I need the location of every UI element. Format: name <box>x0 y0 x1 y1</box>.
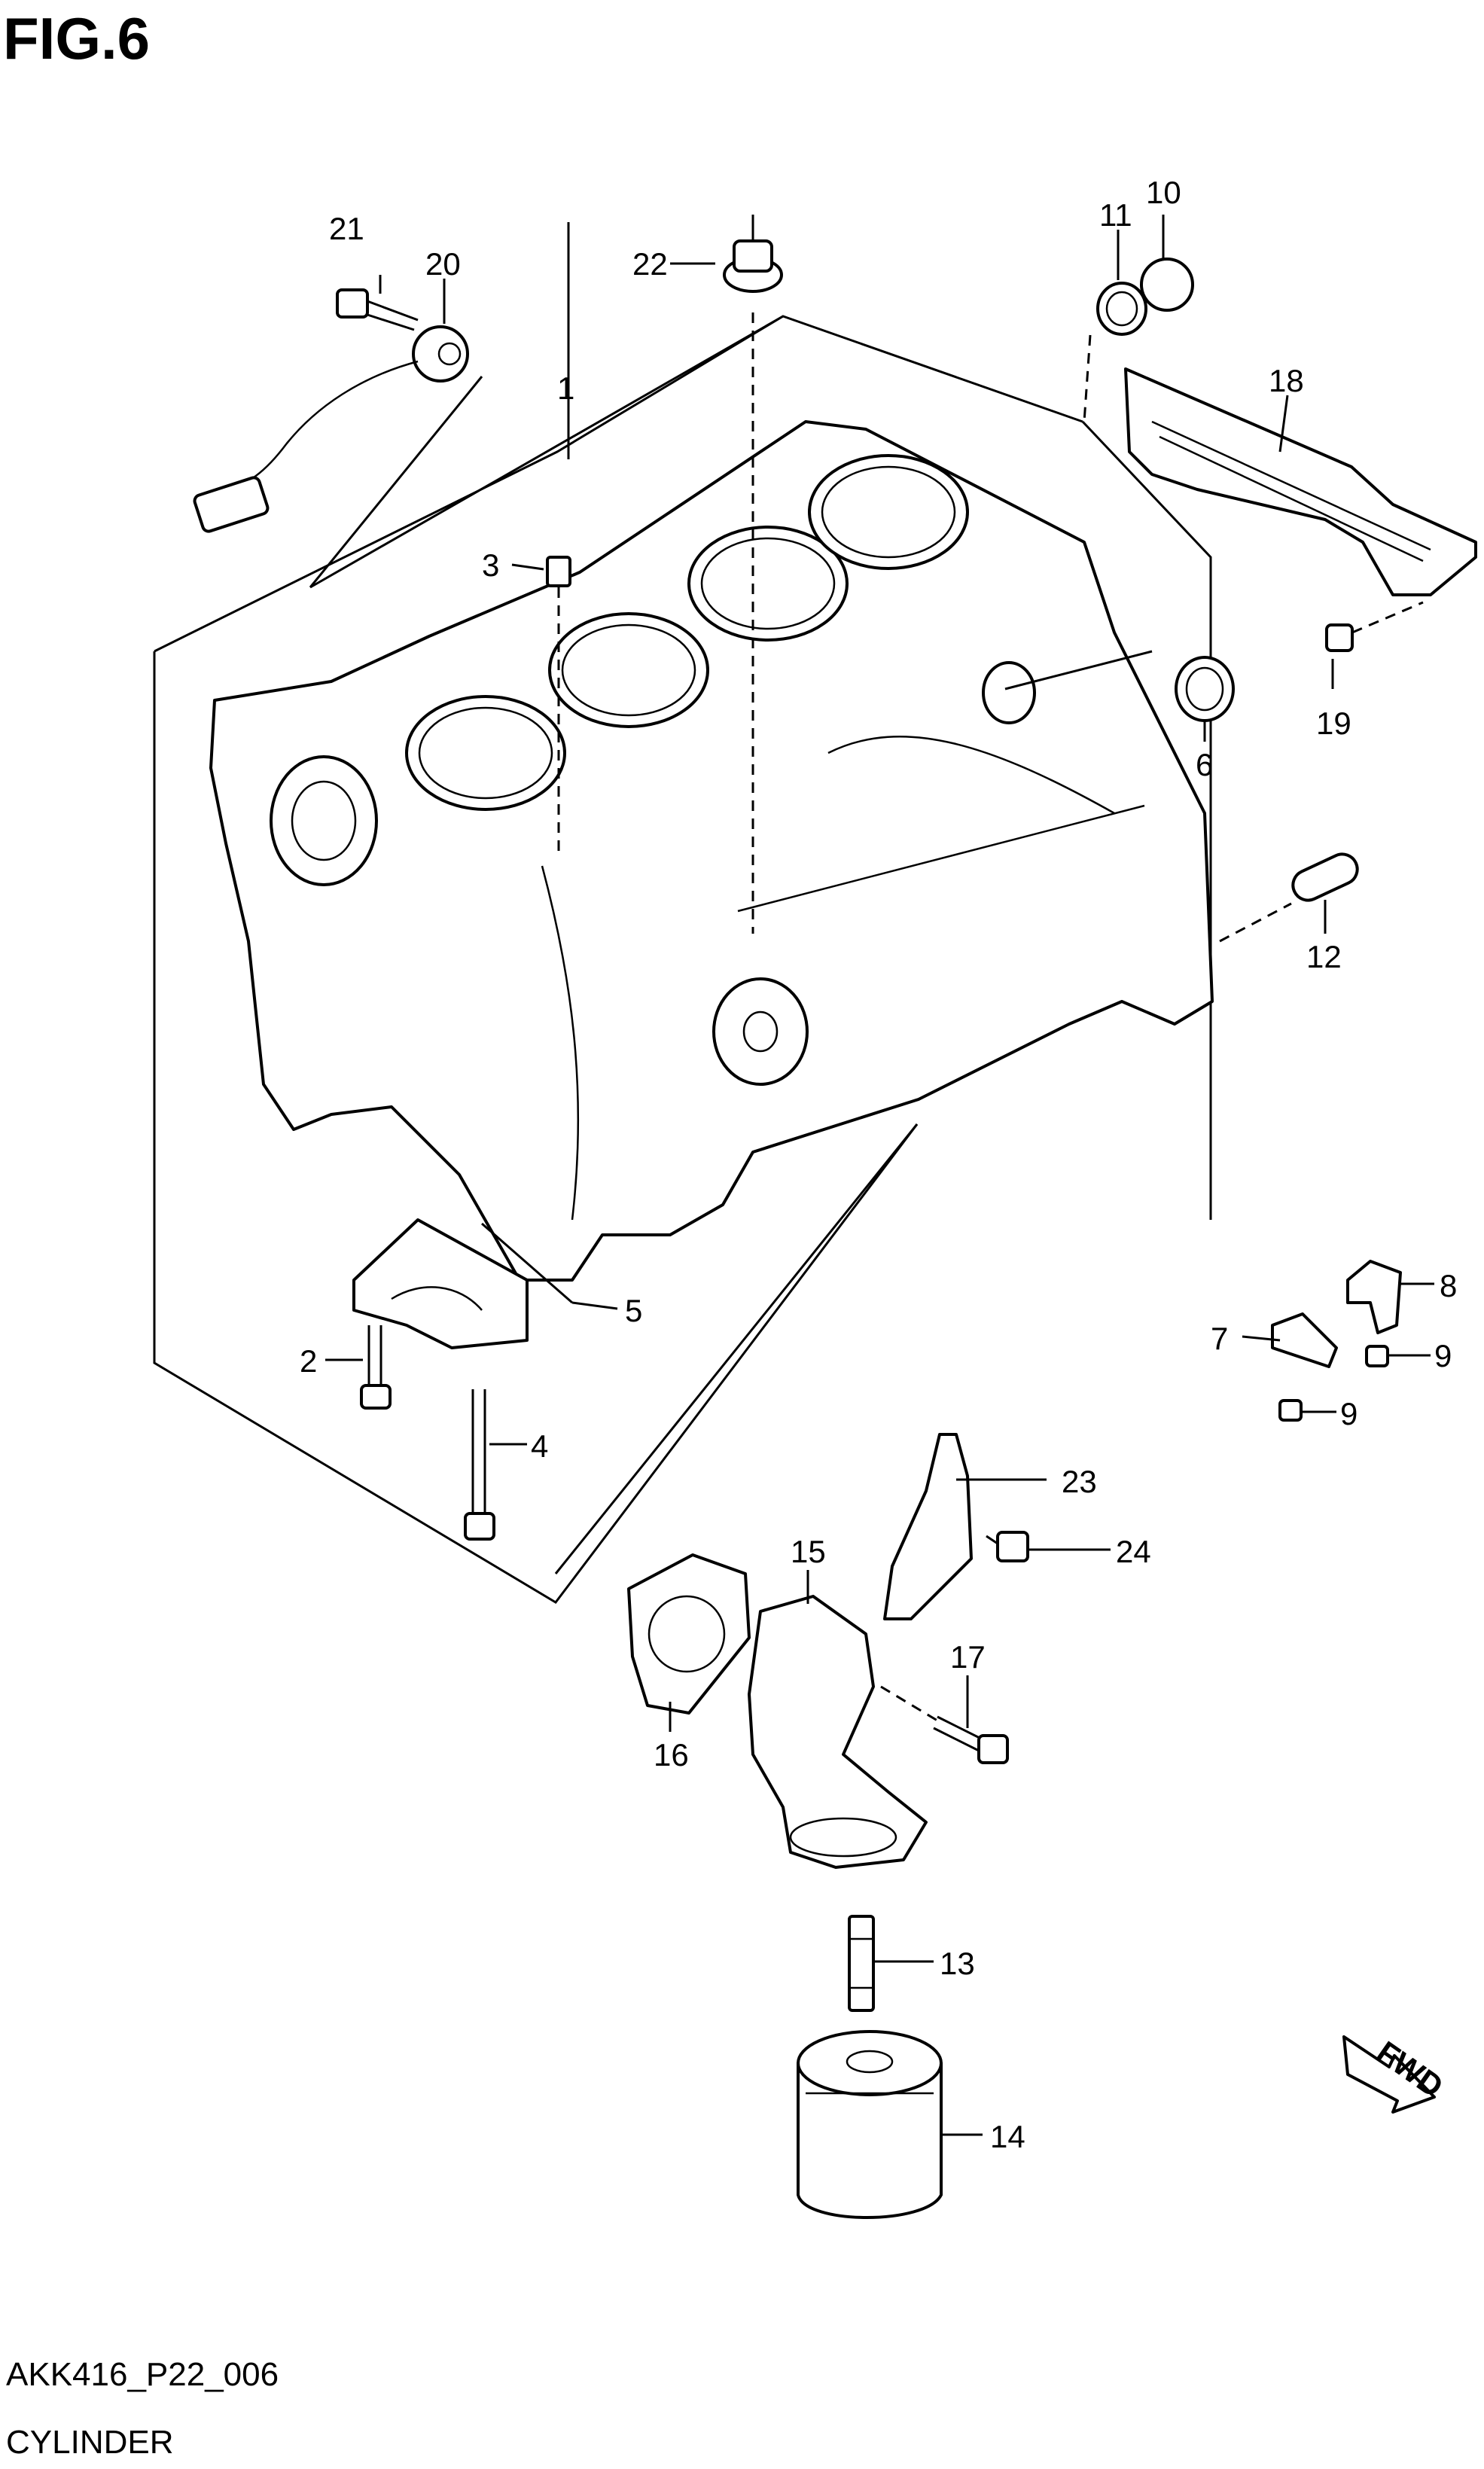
oil-filter-gasket <box>627 1553 751 1715</box>
callout-12: 12 <box>1306 939 1342 974</box>
bracket-bolt-a <box>1365 1345 1389 1367</box>
stand-bolt <box>880 1685 1009 1764</box>
callout-13: 13 <box>940 1946 975 1981</box>
knock-sensor-leader <box>309 376 483 588</box>
knock-sensor <box>193 325 469 533</box>
union-stud <box>848 1915 875 2012</box>
figure-title: FIG.6 <box>3 5 150 72</box>
baffle-bolt <box>986 1531 1029 1562</box>
bearing-cap <box>352 1218 529 1349</box>
cylinder-block <box>209 420 1214 1282</box>
callout-22: 22 <box>632 246 668 282</box>
crank-seal <box>1004 650 1235 722</box>
chain-guide-bolt <box>1325 601 1424 652</box>
callout-3: 3 <box>482 547 499 583</box>
callout-leaders <box>325 215 1434 2136</box>
section-title: CYLINDER <box>6 2424 174 2461</box>
callout-17: 17 <box>950 1639 986 1675</box>
callout-21: 21 <box>329 211 364 246</box>
callout-11: 11 <box>1099 197 1132 233</box>
cap-leader <box>481 1222 573 1304</box>
stud-bolt <box>546 556 571 851</box>
callout-10: 10 <box>1146 175 1181 210</box>
plug-and-gasket <box>1083 258 1194 422</box>
callout-9b: 9 <box>1340 1396 1358 1431</box>
callout-2: 2 <box>300 1343 317 1379</box>
callout-16: 16 <box>654 1737 689 1772</box>
callout-1: 1 <box>557 370 574 406</box>
callout-5: 5 <box>625 1293 642 1328</box>
drawing-code: AKK416_P22_006 <box>6 2356 279 2393</box>
oil-pressure-switch <box>723 215 783 934</box>
cap-bolt-short <box>360 1325 392 1410</box>
chain-guide <box>1124 367 1477 596</box>
dowel-pin <box>1219 852 1359 943</box>
callout-23: 23 <box>1062 1464 1097 1499</box>
callout-19: 19 <box>1316 706 1351 741</box>
assembly-boundary <box>153 222 1212 1604</box>
callout-20: 20 <box>425 246 461 282</box>
bracket-7 <box>1271 1312 1338 1368</box>
callout-4: 4 <box>531 1428 548 1464</box>
baffle-plate <box>883 1433 973 1620</box>
oil-filter <box>797 2030 943 2219</box>
bracket-8 <box>1346 1260 1402 1334</box>
callout-18: 18 <box>1269 363 1304 398</box>
callout-8: 8 <box>1440 1268 1457 1303</box>
callout-7: 7 <box>1211 1321 1228 1356</box>
callout-24: 24 <box>1116 1534 1151 1569</box>
cap-bolt-long <box>464 1389 495 1541</box>
callout-15: 15 <box>791 1534 826 1569</box>
callout-14: 14 <box>990 2119 1025 2154</box>
oil-filter-stand <box>748 1595 928 1869</box>
callout-6: 6 <box>1196 747 1213 782</box>
callout-9a: 9 <box>1434 1338 1452 1373</box>
fwd-direction-arrow: FWD <box>1342 2034 1449 2114</box>
knock-sensor-bolt <box>336 288 419 331</box>
callout-labels: 1 2 3 4 5 6 7 8 9 9 10 11 12 13 14 15 16… <box>300 175 1457 2154</box>
bracket-bolt-b <box>1278 1399 1303 1422</box>
